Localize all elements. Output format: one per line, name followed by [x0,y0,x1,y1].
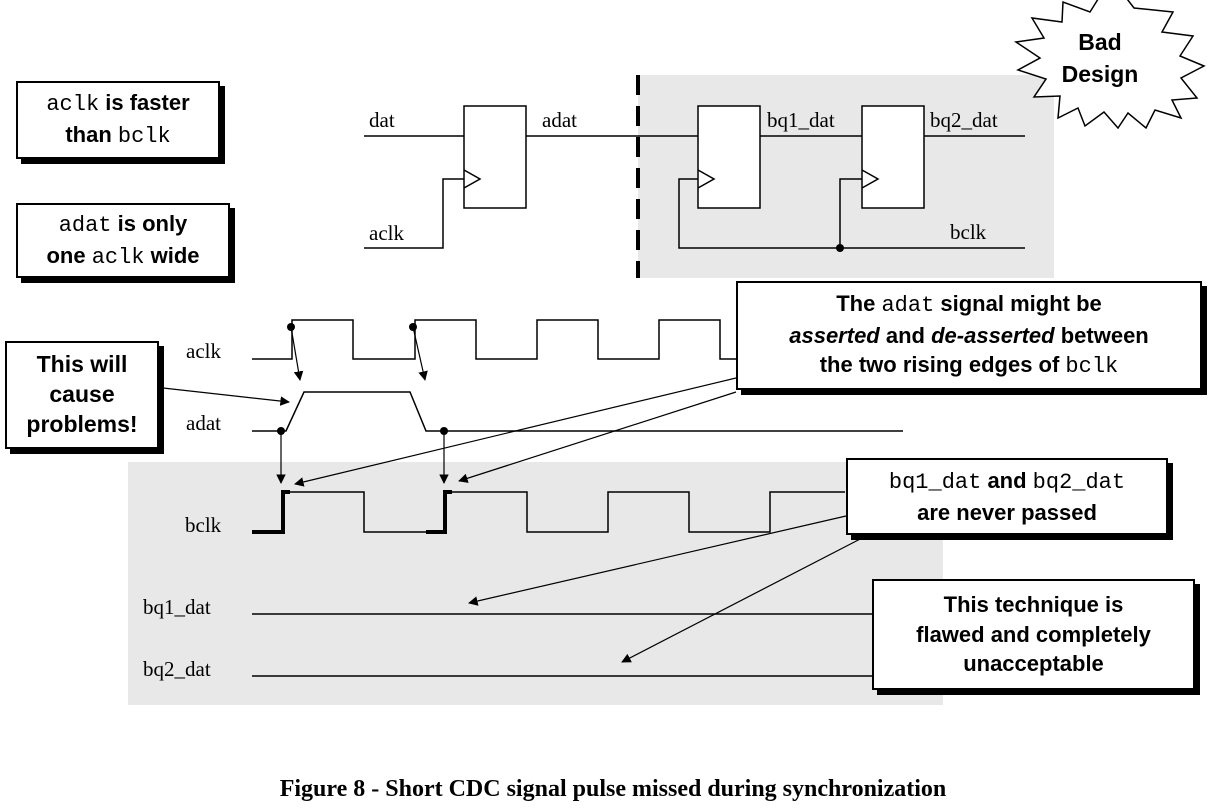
aclk-edge-dot-1 [287,323,295,331]
problems-arrow [162,387,290,406]
callout-never-passed-term-1: bq1_dat [888,469,982,495]
callout-asserted-text-6: between [1054,322,1149,348]
callout-flawed-line-3: unacceptable [963,651,1104,677]
callout-never-passed-text-2: are never passed [917,499,1097,525]
callout-flawed-line-1: This technique is [943,591,1124,617]
adat-edge-dot-2 [440,427,448,435]
flop-bq2-clock-marker [861,169,880,189]
circuit-label-dat: dat [369,108,395,132]
aclk-wire [364,178,464,249]
callout-asserted-text-1: The [836,290,882,316]
callout-aclk-faster-text-2: than [65,122,118,147]
flop-bq1-clock-marker [697,169,716,189]
callout-never-passed: bq1_dat and bq2_dat are never passed [846,458,1168,535]
callout-aclk-faster-term-1: aclk [46,92,100,118]
timing-arrows [162,326,867,663]
aclk-to-adat-arrow-2 [412,326,428,381]
circuit-label-bq2: bq2_dat [930,108,998,132]
flop-bq2 [861,105,925,209]
callout-aclk-faster-term-2: bclk [117,124,171,149]
callout-asserted-text-5: de-asserted [931,322,1055,348]
callout-problems-line-1: This will [36,351,128,378]
wave-label-bclk: bclk [185,513,222,537]
callout-aclk-faster-text-1: is faster [99,90,190,116]
callout-adat-width: adat is only one aclk wide [16,203,230,278]
callout-asserted-text-4: and [879,322,932,348]
wave-label-aclk: aclk [186,339,221,363]
bad-design-starburst [1013,0,1206,130]
callout-asserted-text-3: asserted [789,322,880,348]
aclk-edge-dot-2 [409,323,417,331]
never-passed-arrow-2 [621,535,867,663]
wave-label-adat: adat [186,411,221,435]
bclk-junction-dot [836,244,844,252]
callout-adat-width-text-3: wide [144,242,200,268]
bclk-waveform [252,491,845,533]
callout-problems-line-3: problems! [26,410,138,437]
circuit-label-aclk: aclk [369,221,404,245]
bad-design-text-1: Bad [1078,29,1121,55]
callout-never-passed-text-1: and [981,467,1033,493]
adat-edge-dot-1 [277,427,285,435]
flop-bq1 [697,105,761,209]
circuit-label-bq1: bq1_dat [767,108,835,132]
callout-problems-line-2: cause [49,381,115,408]
bclk-wire-2 [839,178,862,248]
callout-flawed-line-2: flawed and completely [916,621,1151,647]
callout-asserted-text-2: signal might be [934,290,1102,316]
never-passed-arrow-1 [468,515,847,606]
callout-adat-width-text-1: is only [111,210,188,236]
callout-problems: This will cause problems! [5,341,159,449]
callout-adat-width-text-2: one [46,242,92,268]
aclk-waveform [252,319,736,360]
callout-adat-width-term-2: aclk [91,244,145,270]
bad-design-text-2: Design [1062,61,1139,87]
bclk-edge-2-highlight [426,490,452,534]
circuit [364,105,1025,249]
circuit-label-bclk: bclk [950,220,987,244]
callout-asserted-term-1: adat [881,292,935,318]
timing-shade [128,462,943,705]
figure-caption: Figure 8 - Short CDC signal pulse missed… [279,776,947,802]
adat-waveform [252,391,903,432]
callout-adat-width-term-1: adat [58,212,112,238]
callout-aclk-faster: aclk is faster than bclk [16,81,220,159]
callout-flawed: This technique is flawed and completely … [872,579,1195,690]
aclk-to-adat-arrow-1 [290,326,304,381]
wave-label-bq2: bq2_dat [143,657,211,681]
asserted-arrow-2 [458,391,737,483]
callout-asserted-term-2: bclk [1065,354,1119,380]
callout-asserted-text-7: the two rising edges of [819,352,1066,378]
callout-never-passed-term-2: bq2_dat [1032,469,1126,495]
bclk-wire-1 [678,178,1025,249]
callout-asserted: The adat signal might be asserted and de… [736,281,1202,390]
wave-label-bq1: bq1_dat [143,595,211,619]
flop-aclk-clock-marker [463,169,482,189]
bclk-edge-1-highlight [252,490,290,534]
flop-aclk [463,105,527,209]
asserted-arrow-1 [294,377,737,487]
circuit-label-adat: adat [542,108,577,132]
